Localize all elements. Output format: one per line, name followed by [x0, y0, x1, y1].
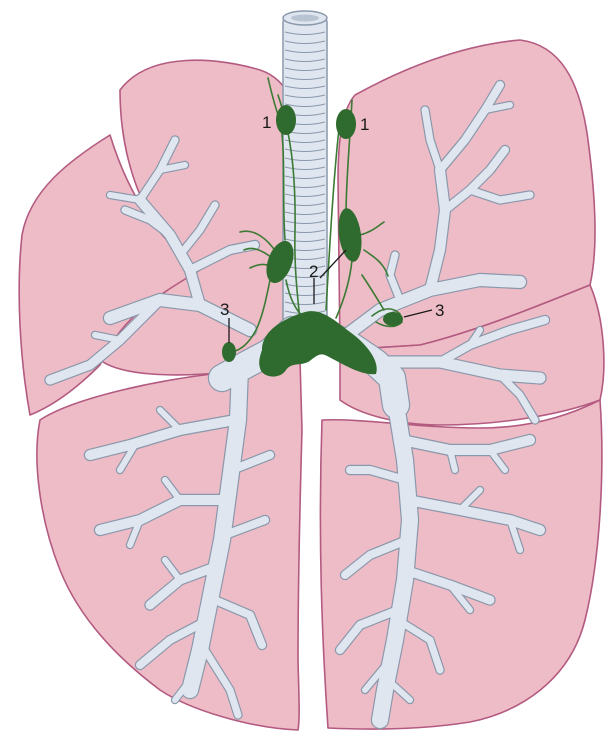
label-node-1-right: 1 — [360, 115, 369, 134]
lymph-node-3-right — [383, 312, 403, 326]
label-node-3-right: 3 — [435, 301, 444, 320]
lymph-node-1-right — [336, 109, 356, 139]
label-node-3-left: 3 — [220, 300, 229, 319]
label-node-2: 2 — [309, 262, 318, 281]
trachea — [283, 11, 327, 338]
lymph-node-3-left — [222, 342, 236, 362]
trachea-lumen — [291, 15, 319, 22]
label-node-1-left: 1 — [262, 113, 271, 132]
lymph-node-1-left — [276, 105, 296, 135]
